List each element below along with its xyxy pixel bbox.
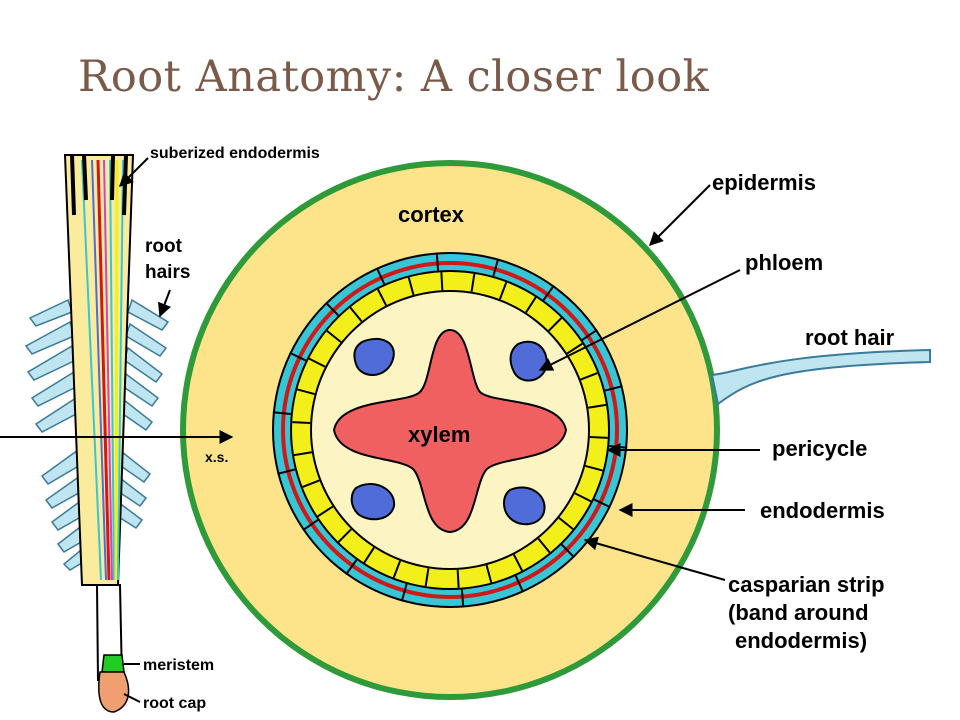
label-phloem: phloem [745, 250, 823, 275]
cell-wall-tick [377, 288, 388, 306]
cell-wall-tick [548, 317, 563, 332]
cell-wall-tick [460, 589, 465, 608]
label-xylem: xylem [408, 422, 470, 447]
cell-wall-tick [492, 258, 500, 277]
cell-wall-tick [326, 330, 342, 343]
meristem-region [101, 654, 125, 673]
label-cortex: cortex [398, 202, 465, 227]
leader-lines [0, 157, 760, 703]
cell-wall-tick [277, 468, 296, 475]
cell-wall-tick [581, 328, 598, 341]
label-suberized-endodermis: suberized endodermis [150, 145, 320, 162]
cell-wall-tick [317, 505, 334, 518]
cell-wall-tick [293, 451, 312, 457]
cell-wall-tick [302, 519, 319, 532]
page-title: Root Anatomy: A closer look [78, 52, 710, 102]
cell-wall-tick [272, 411, 291, 416]
cell-wall-tick [435, 252, 440, 271]
label-casparian-line2: (band around [728, 600, 869, 625]
cross-section [180, 160, 931, 700]
cell-wall-tick [363, 547, 375, 564]
phloem-patches [350, 337, 548, 526]
label-endodermis: endodermis [760, 498, 885, 523]
label-epidermis: epidermis [712, 170, 816, 195]
cell-wall-tick [560, 543, 575, 559]
cell-wall-tick [514, 575, 525, 593]
root-cap-shape [98, 671, 130, 713]
cell-wall-tick [289, 351, 307, 362]
cell-wall-tick [345, 559, 358, 576]
cell-wall-tick [424, 568, 430, 587]
cell-wall-tick [580, 372, 598, 381]
cell-wall-ticks [272, 252, 628, 608]
cell-wall-tick [375, 267, 386, 285]
cell-wall-tick [349, 306, 363, 323]
label-root-hair: root hair [805, 325, 895, 350]
cell-wall-tick [604, 385, 623, 392]
cell-wall-tick [537, 537, 551, 554]
cell-wall-tick [325, 301, 340, 317]
cell-wall-tick [574, 492, 592, 503]
cell-wall-tick [440, 272, 444, 291]
cell-wall-tick [292, 421, 311, 425]
root-hair-extension [710, 348, 931, 406]
cell-wall-tick [558, 517, 574, 530]
longitudinal-root-section [24, 154, 170, 713]
cell-wall-tick [337, 528, 352, 543]
cell-wall-tick [297, 388, 315, 396]
cell-wall-tick [407, 277, 415, 296]
cell-wall-tick [525, 296, 537, 313]
cell-wall-tick [588, 403, 607, 409]
label-pericycle: pericycle [772, 436, 867, 461]
casparian-strip-ring [281, 261, 619, 599]
label-root-hairs-line1: root [145, 236, 183, 257]
cell-wall-tick [542, 284, 555, 301]
label-casparian-line1: casparian strip [728, 572, 885, 597]
label-root-hairs-line2: hairs [145, 262, 190, 283]
cell-wall-tick [392, 560, 402, 578]
cell-wall-tick [400, 583, 408, 602]
cell-wall-tick [302, 479, 320, 488]
cell-wall-tick [566, 342, 583, 355]
cell-wall-tick [512, 554, 523, 572]
cell-wall-tick [498, 282, 508, 300]
cell-wall-tick [308, 357, 326, 368]
label-meristem: meristem [143, 657, 214, 674]
label-casparian-line3: endodermis) [735, 628, 867, 653]
cell-wall-tick [485, 564, 493, 583]
cell-wall-tick [456, 569, 460, 588]
label-root-cap: root cap [143, 695, 206, 712]
cell-wall-tick [593, 498, 611, 509]
cell-wall-tick [470, 273, 476, 292]
cell-wall-tick [589, 435, 608, 439]
cell-wall-tick [585, 464, 603, 472]
xylem-shape [332, 328, 568, 534]
label-xs: x.s. [205, 449, 228, 465]
vascular-strands [81, 159, 124, 581]
